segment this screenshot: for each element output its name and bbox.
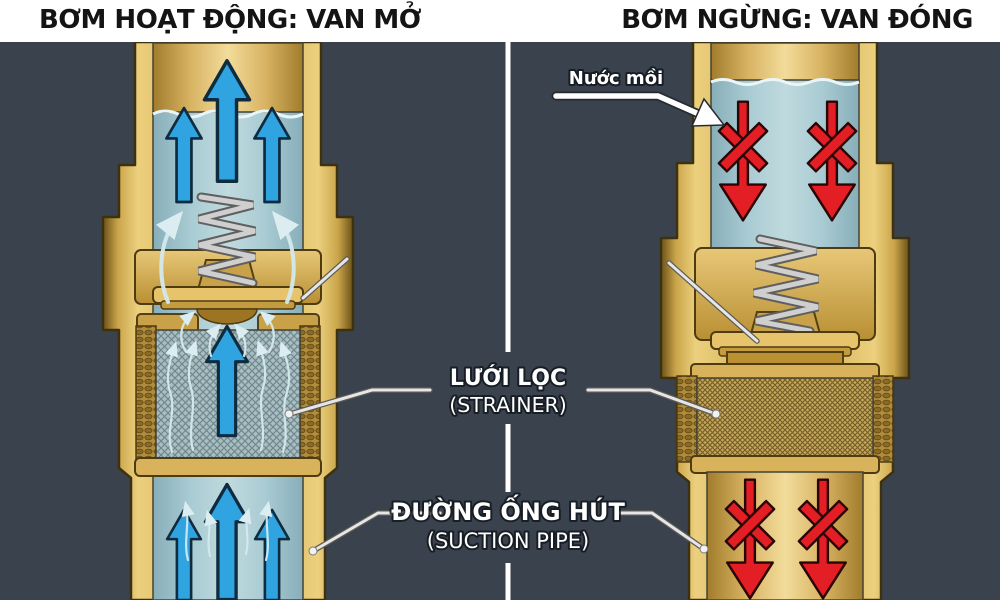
leader-dot	[309, 547, 317, 555]
strainer-label-en: (STRAINER)	[449, 393, 567, 417]
leader-dot	[285, 410, 293, 418]
strainer-bottom-cap	[691, 456, 879, 473]
priming-water-label: Nước mồi	[569, 68, 663, 89]
suction-pipe-label-vi: ĐƯỜNG ỐNG HÚT	[391, 493, 625, 526]
strainer-mesh-pattern	[697, 378, 873, 458]
strainer-label-vi: LƯỚI LỌC	[450, 365, 566, 391]
suction-pipe-label-en: (SUCTION PIPE)	[427, 529, 589, 553]
title-bar: BƠM HOẠT ĐỘNG: VAN MỞ BƠM NGỪNG: VAN ĐÓN…	[0, 0, 1000, 42]
leader-dot	[700, 545, 708, 553]
strainer-knurl-right	[300, 326, 320, 462]
valve-open-illustration	[103, 42, 353, 600]
valve-disc-lip	[161, 301, 295, 309]
title-pump-running: BƠM HOẠT ĐỘNG: VAN MỞ	[39, 5, 421, 35]
strainer-knurl-left	[677, 376, 697, 462]
leader-dot	[712, 410, 720, 418]
divider-segment	[506, 424, 511, 492]
strainer-knurl-right	[873, 376, 893, 462]
strainer-knurl-left	[136, 326, 156, 462]
outlet-pipe-interior	[711, 43, 859, 84]
divider-segment	[506, 563, 511, 600]
title-pump-stopped: BƠM NGỪNG: VAN ĐÓNG	[621, 5, 973, 35]
divider-segment	[506, 42, 511, 352]
strainer-bottom-cap	[135, 458, 321, 476]
